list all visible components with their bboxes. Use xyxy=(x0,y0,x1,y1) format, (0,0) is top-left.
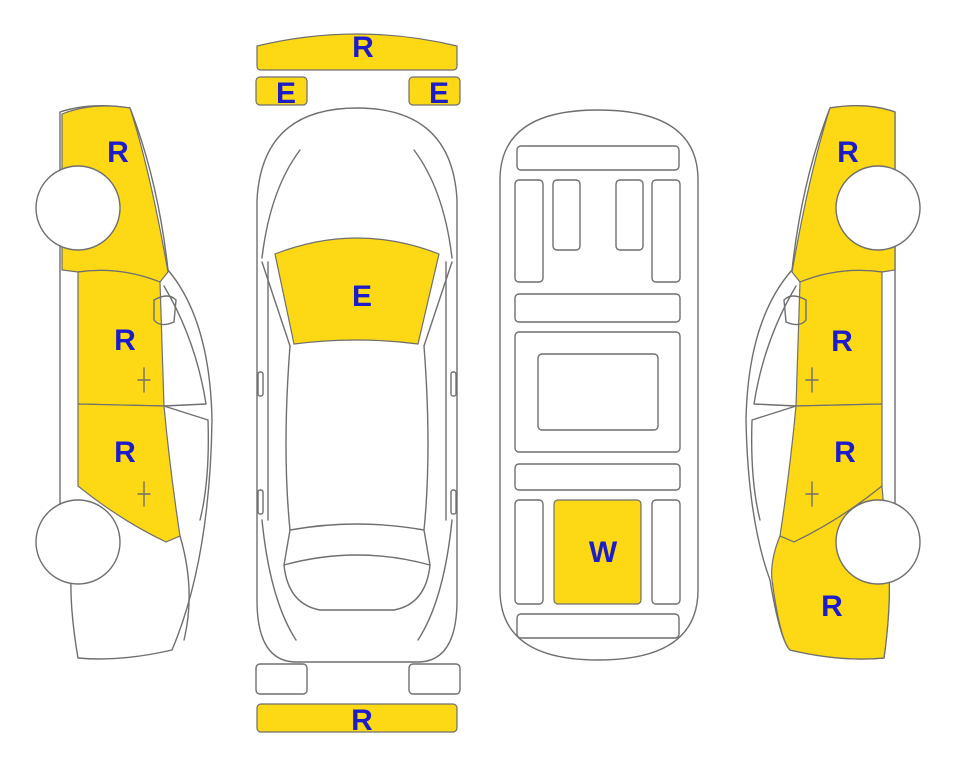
right-rear-door-label: R xyxy=(834,436,856,469)
rear-bumper-part[interactable] xyxy=(256,703,458,733)
left-front-door-label: R xyxy=(114,324,136,357)
left-rear-door-label: R xyxy=(114,436,136,469)
right-front-fender-label: R xyxy=(837,136,859,169)
right-taillight-part[interactable] xyxy=(408,663,461,695)
floor-panel-label: W xyxy=(589,536,618,569)
left-front-door-part[interactable] xyxy=(77,269,165,407)
underside-body-outline xyxy=(499,109,699,661)
floor-panel-part[interactable] xyxy=(553,499,642,605)
car-underside-view xyxy=(499,109,699,661)
right-front-wheel xyxy=(835,165,921,251)
left-headlight-label: E xyxy=(276,77,296,110)
right-rear-wheel xyxy=(835,499,921,585)
right-front-door-label: R xyxy=(831,325,853,358)
left-rear-wheel xyxy=(35,499,121,585)
right-front-door-part[interactable] xyxy=(795,269,883,407)
car-top-view xyxy=(255,33,461,733)
car-left-side-view xyxy=(35,105,213,660)
windshield-label: E xyxy=(352,280,372,313)
left-headlight-part[interactable] xyxy=(255,76,308,106)
left-side-body-outline xyxy=(59,105,213,660)
left-front-wheel xyxy=(35,165,121,251)
left-front-fender-label: R xyxy=(107,136,129,169)
part-labels: R E E E R W R R R R R R R xyxy=(107,31,859,737)
rear-bumper-label: R xyxy=(351,704,373,737)
right-rear-quarter-label: R xyxy=(821,590,843,623)
front-bumper-part[interactable] xyxy=(256,33,458,71)
left-taillight-part[interactable] xyxy=(255,663,308,695)
car-right-side-view xyxy=(745,105,921,660)
front-bumper-label: R xyxy=(352,31,374,64)
right-headlight-part[interactable] xyxy=(408,76,461,106)
top-view-body-outline xyxy=(256,107,458,663)
right-headlight-label: E xyxy=(429,77,449,110)
windshield-part[interactable] xyxy=(274,237,440,345)
